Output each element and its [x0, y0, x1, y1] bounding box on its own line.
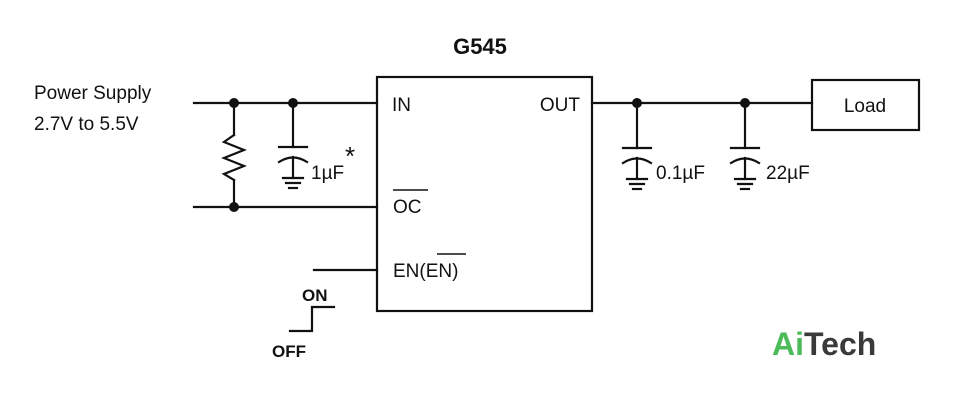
- load-box: [810, 78, 921, 132]
- pin-in-label: IN: [392, 95, 411, 116]
- enable-signal-waveform: [288, 305, 336, 333]
- output-cap-2-label: 22µF: [766, 163, 810, 184]
- pin-oc-label: OC: [393, 197, 422, 218]
- supply-label-line1: Power Supply: [34, 83, 152, 104]
- switch-off-label: OFF: [272, 342, 306, 361]
- output-capacitor-1: [621, 101, 653, 191]
- input-cap-note: *: [345, 141, 355, 171]
- pin-out-label: OUT: [540, 95, 581, 116]
- oc-junction: [229, 202, 239, 212]
- output-junction-1: [632, 98, 642, 108]
- supply-label-line2: 2.7V to 5.5V: [34, 114, 139, 135]
- output-junction-2: [740, 98, 750, 108]
- output-cap-1-label: 0.1µF: [656, 163, 705, 184]
- output-capacitor-2: [729, 101, 761, 191]
- watermark-logo: AiTech: [772, 326, 876, 362]
- switch-on-label: ON: [302, 286, 328, 305]
- ic-title: G545: [453, 34, 507, 59]
- load-label: Load: [844, 96, 886, 117]
- input-cap-label: 1µF: [311, 163, 344, 184]
- ic-body: [375, 75, 594, 313]
- pullup-resistor: [221, 101, 247, 209]
- input-capacitor: [277, 101, 309, 190]
- pin-en-label: EN(EN): [393, 261, 458, 282]
- input-junction-2: [288, 98, 298, 108]
- input-junction-1: [229, 98, 239, 108]
